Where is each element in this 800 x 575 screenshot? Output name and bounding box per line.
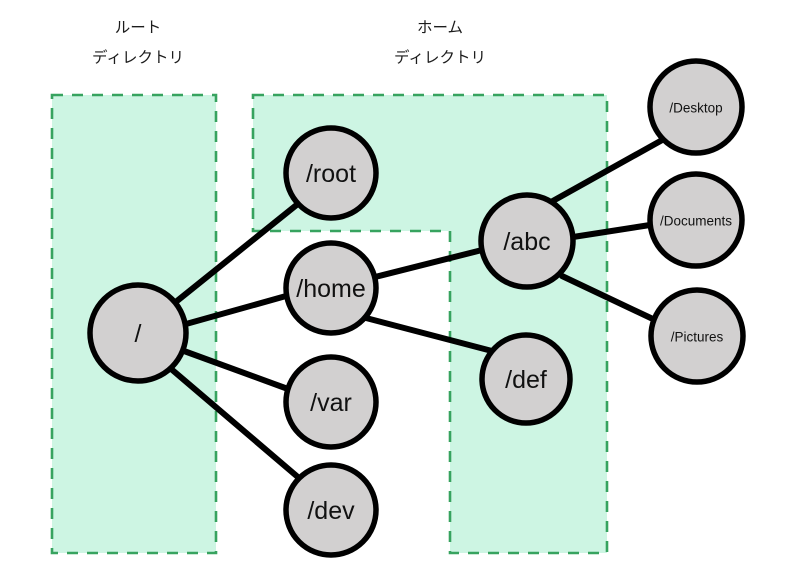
- node-root-circle[interactable]: [87, 282, 189, 384]
- edge-abc-to-documents: [570, 222, 653, 240]
- node-def[interactable]: /def: [479, 332, 573, 426]
- node-abc[interactable]: /abc: [478, 192, 576, 290]
- node-dev-circle[interactable]: [283, 462, 379, 558]
- node-home-label: /home: [296, 275, 365, 303]
- node-home-circle[interactable]: [283, 240, 379, 336]
- edge-root-to-dev: [167, 365, 302, 481]
- node-var-circle[interactable]: [283, 354, 379, 450]
- home-directory-zone-caption-line2: ディレクトリ: [394, 48, 486, 67]
- node-pictures[interactable]: /Pictures: [648, 287, 746, 385]
- edge-home-to-def: [363, 315, 495, 354]
- node-desktop-circle[interactable]: [647, 58, 745, 156]
- node-desktop-label: /Desktop: [669, 101, 722, 116]
- node-var-label: /var: [310, 389, 352, 417]
- node-desktop[interactable]: /Desktop: [647, 58, 745, 156]
- node-dev[interactable]: /dev: [283, 462, 379, 558]
- edges-layer: [167, 136, 667, 481]
- node-def-circle[interactable]: [479, 332, 573, 426]
- node-documents[interactable]: /Documents: [647, 171, 745, 269]
- node-home[interactable]: /home: [283, 240, 379, 336]
- node-pictures-label: /Pictures: [671, 330, 724, 345]
- edge-root-to-home: [183, 293, 289, 327]
- home-directory-zone-caption-line1: ホーム: [417, 20, 463, 37]
- node-abc-circle[interactable]: [478, 192, 576, 290]
- node-root-dir[interactable]: /root: [283, 125, 379, 221]
- edge-root-to-root-dir: [169, 200, 302, 308]
- node-root[interactable]: /: [87, 282, 189, 384]
- node-abc-label: /abc: [503, 228, 550, 256]
- node-var[interactable]: /var: [283, 354, 379, 450]
- node-documents-label: /Documents: [660, 214, 732, 229]
- node-root-label: /: [135, 320, 142, 348]
- nodes-layer: / /root/home/var/dev/abc/def/Desktop/Docu…: [87, 58, 746, 558]
- root-directory-zone-caption-line1: ルート: [115, 20, 162, 37]
- node-pictures-circle[interactable]: [648, 287, 746, 385]
- node-root-dir-label: /root: [306, 160, 356, 188]
- edge-abc-to-pictures: [559, 273, 658, 323]
- node-documents-circle[interactable]: [647, 171, 745, 269]
- edge-home-to-abc: [372, 247, 485, 280]
- node-dev-label: /dev: [307, 497, 355, 525]
- edge-root-to-var: [181, 348, 291, 392]
- edge-abc-to-desktop: [548, 136, 667, 205]
- node-root-dir-circle[interactable]: [283, 125, 379, 221]
- root-directory-zone-caption-line2: ディレクトリ: [92, 48, 184, 67]
- node-def-label: /def: [505, 366, 547, 394]
